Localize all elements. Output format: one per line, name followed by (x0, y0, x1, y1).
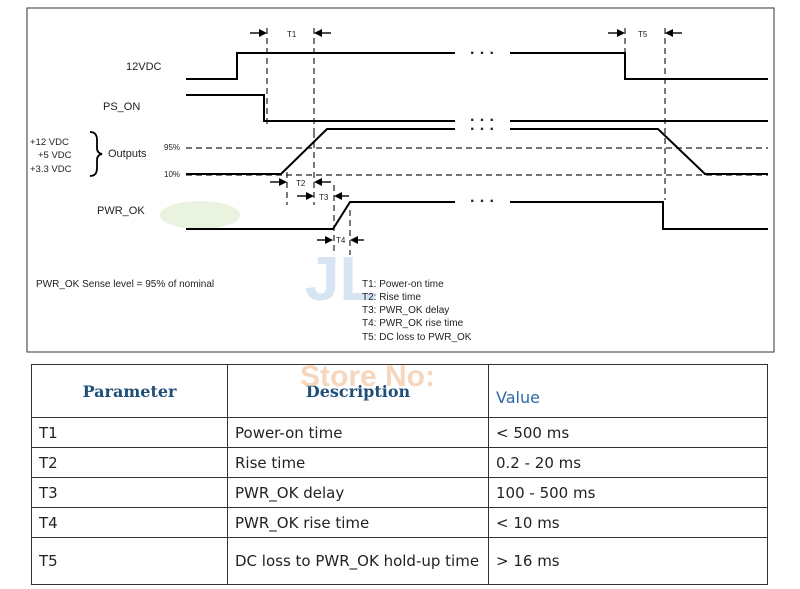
interval-t4-label: T4 (336, 236, 346, 245)
cell-parameter: T1 (31, 417, 228, 448)
rails-brace (89, 131, 103, 177)
interval-t5-label: T5 (638, 30, 648, 39)
ellipsis-outputs-a: · · · (470, 112, 495, 129)
watermark-blob (160, 201, 240, 229)
legend-t5: T5: DC loss to PWR_OK (362, 332, 472, 343)
level-95: 95% (164, 143, 180, 152)
interval-t3-label: T3 (319, 193, 329, 202)
cell-value: < 10 ms (488, 507, 768, 538)
interval-t5: T5 (608, 29, 682, 39)
cell-description: Power-on time (227, 417, 489, 448)
label-pwr-ok: PWR_OK (97, 205, 145, 217)
waveform-pwr-ok (186, 201, 455, 230)
header-parameter: Parameter (31, 364, 228, 418)
ellipsis-12vdc: · · · (470, 45, 495, 62)
cell-parameter: T4 (31, 507, 228, 538)
cell-value: < 500 ms (488, 417, 768, 448)
waveform-12vdc (186, 52, 455, 80)
cell-description: Rise time (227, 447, 489, 478)
interval-t1: T1 (250, 29, 331, 39)
rail-12v: +12 VDC (30, 137, 69, 148)
table-row: T2 Rise time 0.2 - 20 ms (31, 447, 768, 478)
cell-parameter: T5 (31, 537, 228, 585)
table-row: T5 DC loss to PWR_OK hold-up time > 16 m… (31, 537, 768, 585)
cell-parameter: T3 (31, 477, 228, 508)
rail-5v: +5 VDC (38, 150, 72, 161)
table-row: T4 PWR_OK rise time < 10 ms (31, 507, 768, 538)
watermark-letters: JL (305, 245, 377, 314)
waveform-pwr-ok-tail (510, 201, 768, 230)
cell-value: 100 - 500 ms (488, 477, 768, 508)
legend-t2: T2: Rise time (362, 292, 421, 303)
ellipsis-pwr-ok: · · · (470, 193, 495, 210)
interval-t1-label: T1 (287, 30, 297, 39)
label-ps-on: PS_ON (103, 101, 140, 113)
timing-diagram: JL 12VDC PS_ON Outputs PWR_OK +12 VDC +5… (26, 7, 775, 353)
sense-note: PWR_OK Sense level = 95% of nominal (36, 279, 214, 290)
table-header-row: Parameter Description Value (31, 364, 768, 418)
cell-description: DC loss to PWR_OK hold-up time (227, 537, 489, 585)
interval-t2: T2 (270, 178, 331, 188)
label-12vdc: 12VDC (126, 61, 162, 73)
waveform-12vdc-tail (510, 52, 768, 80)
interval-t4: T4 (317, 236, 364, 245)
cell-parameter: T2 (31, 447, 228, 478)
table-row: T1 Power-on time < 500 ms (31, 417, 768, 448)
header-description: Description (227, 364, 489, 418)
cell-description: PWR_OK delay (227, 477, 489, 508)
interval-t2-label: T2 (296, 179, 306, 188)
cell-description: PWR_OK rise time (227, 507, 489, 538)
legend-occluder (496, 332, 676, 348)
level-10: 10% (164, 170, 180, 179)
label-outputs: Outputs (108, 148, 147, 160)
waveform-ps-on (186, 94, 455, 122)
cell-value: 0.2 - 20 ms (488, 447, 768, 478)
legend-t1: T1: Power-on time (362, 279, 444, 290)
rail-3v3: +3.3 VDC (30, 164, 72, 175)
waveform-outputs-tail (510, 128, 768, 175)
table-row: T3 PWR_OK delay 100 - 500 ms (31, 477, 768, 508)
header-value: Value (488, 364, 768, 418)
interval-t3: T3 (297, 192, 349, 202)
waveform-outputs (186, 128, 455, 175)
ellipsis-outputs-b: · · · (470, 121, 495, 138)
parameter-table: Parameter Description Value T1 Power-on … (31, 364, 768, 585)
legend-t4: T4: PWR_OK rise time (362, 318, 464, 329)
legend-t3: T3: PWR_OK delay (362, 305, 449, 316)
cell-value: > 16 ms (488, 537, 768, 585)
diagram-frame (26, 7, 775, 353)
